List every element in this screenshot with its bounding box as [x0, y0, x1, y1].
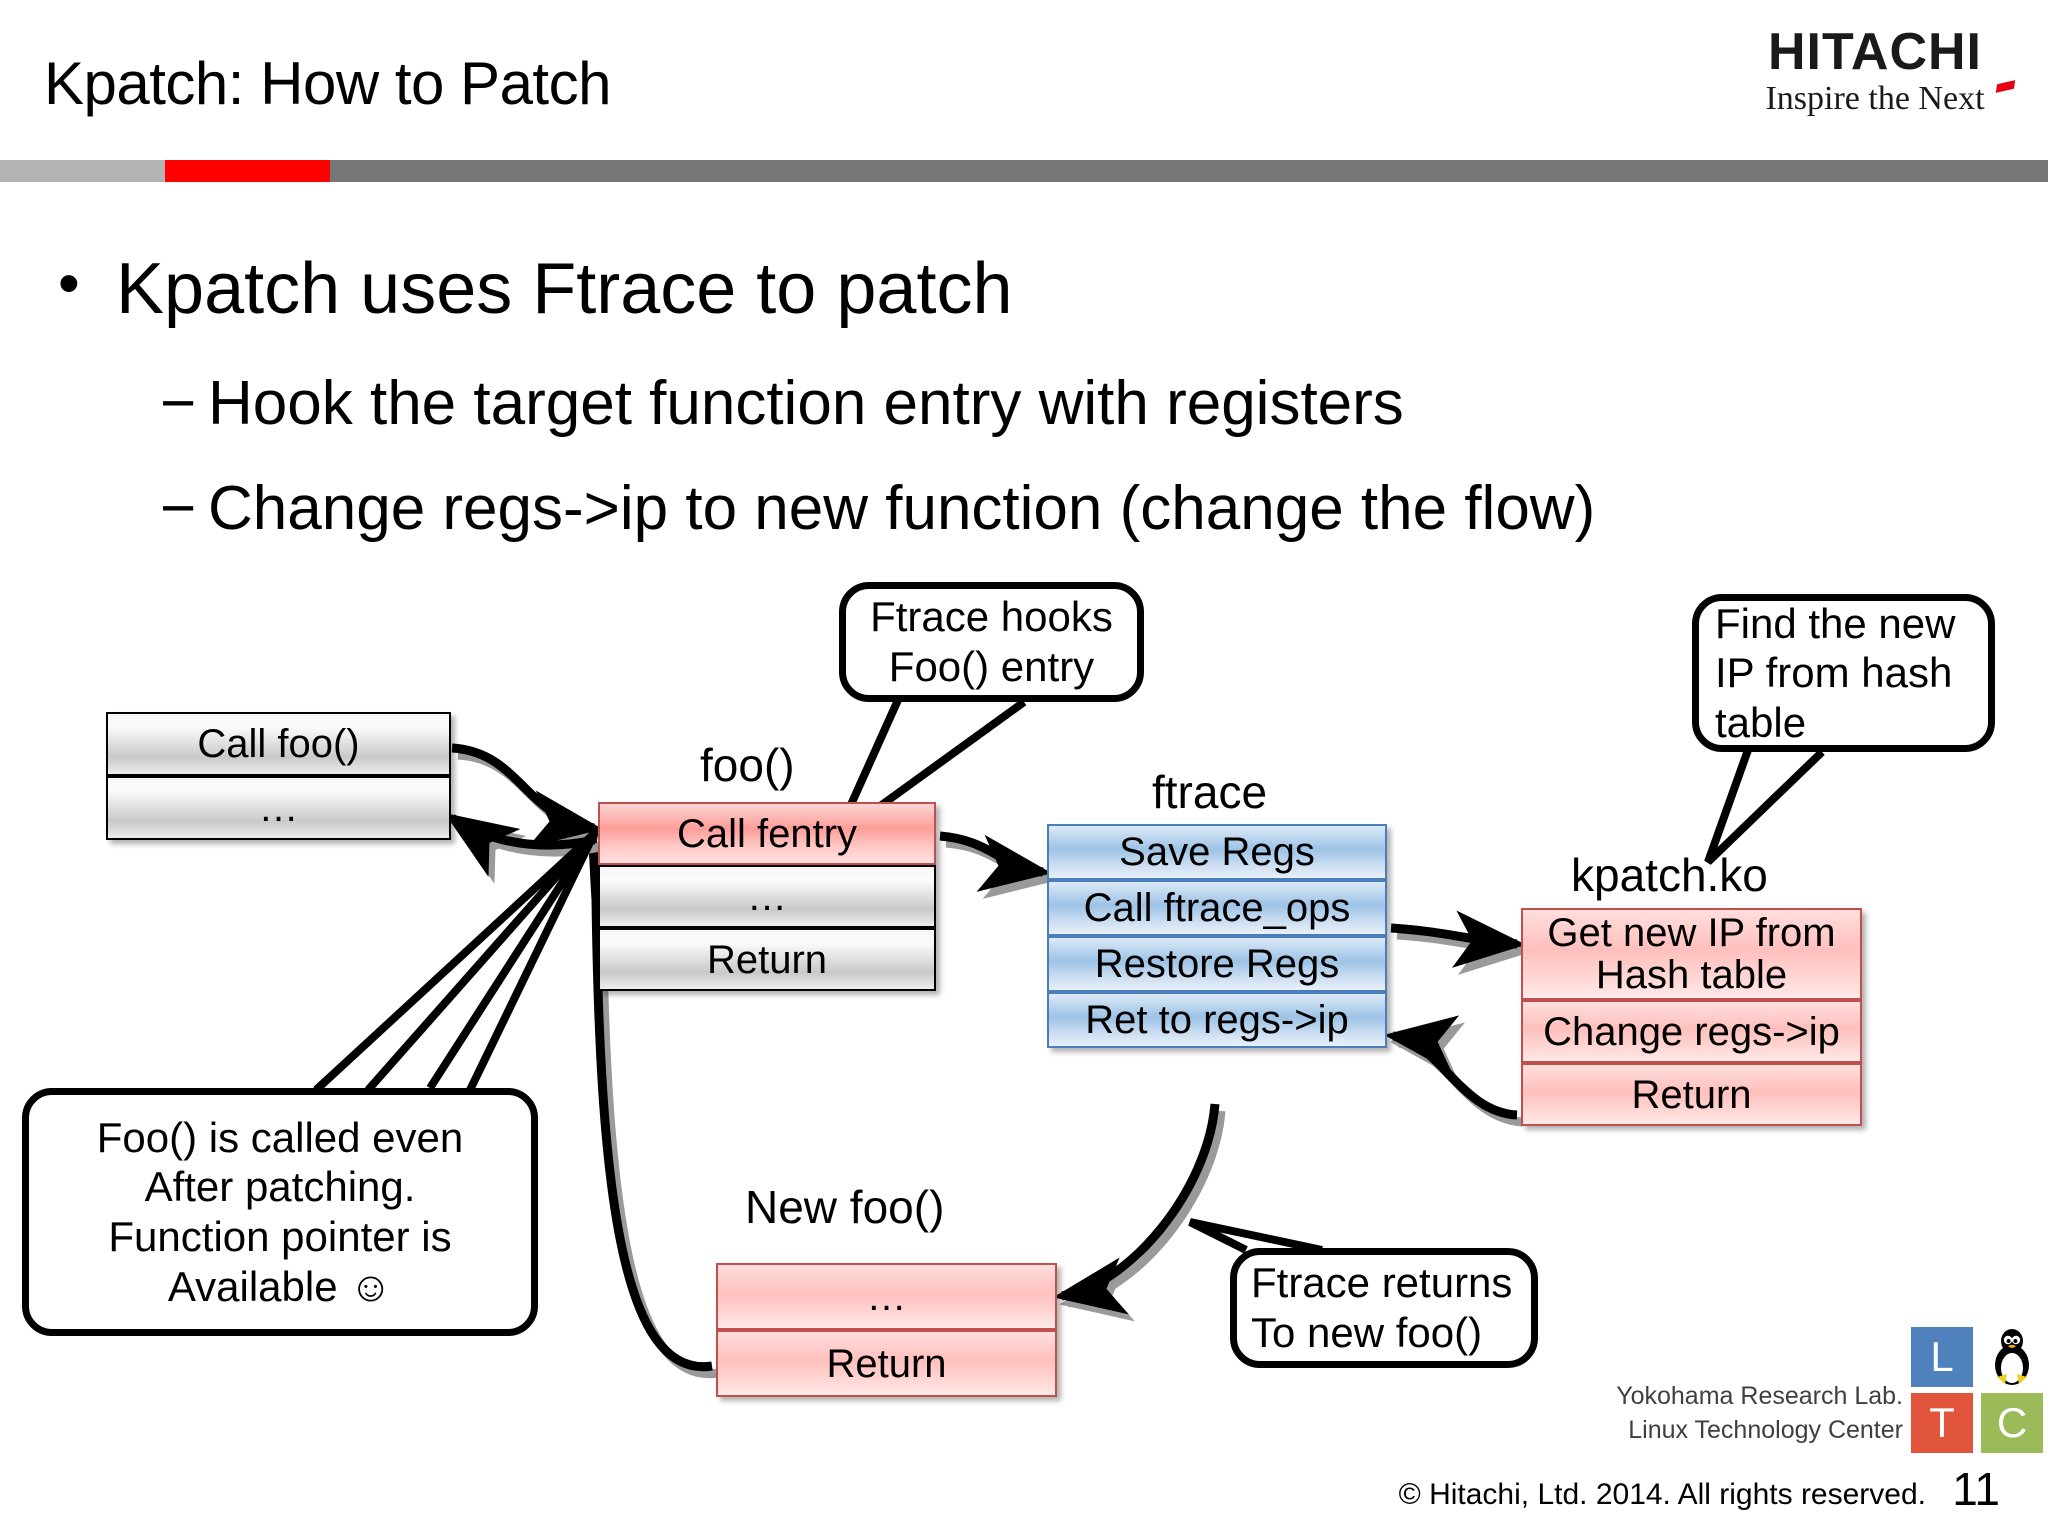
- box-ftrace: Save Regs Call ftrace_ops Restore Regs R…: [1047, 824, 1387, 1048]
- callout-ftrace-hooks-line1: Ftrace hooks: [870, 593, 1113, 641]
- bullet-marker-icon: •: [58, 249, 80, 318]
- callout-find-new-ip: Find the new IP from hash table: [1692, 594, 1995, 752]
- ltc-logo-letter-l: L: [1911, 1327, 1973, 1387]
- bullet-level2-1: −Hook the target function entry with reg…: [160, 369, 1404, 438]
- header-rule-accent-segment: [165, 160, 330, 182]
- box-caller: Call foo() …: [106, 712, 451, 840]
- box-ftrace-caption: ftrace: [1152, 766, 1268, 818]
- box-foo-row-2: Return: [598, 928, 936, 991]
- box-kpatch-row-1: Change regs->ip: [1521, 1000, 1862, 1063]
- callout-ftrace-returns-line1: Ftrace returns: [1251, 1259, 1513, 1307]
- box-ftrace-row-1: Call ftrace_ops: [1047, 880, 1387, 936]
- callout-ftrace-returns-line2: To new foo(): [1251, 1309, 1483, 1356]
- box-caller-row-0: Call foo(): [106, 712, 451, 776]
- org-name: Yokohama Research Lab. Linux Technology …: [1616, 1380, 1903, 1447]
- callout-foo-called: Foo() is called even After patching. Fun…: [22, 1088, 538, 1336]
- hitachi-logo: HITACHI Inspire the Next: [1720, 26, 2030, 117]
- callout-ftrace-hooks: Ftrace hooks Foo() entry: [839, 582, 1144, 702]
- callout-find-new-ip-line1: Find the new: [1715, 599, 1956, 647]
- box-kpatch-caption: kpatch.ko: [1571, 849, 1768, 901]
- ltc-logo-letter-t: T: [1911, 1393, 1973, 1453]
- dash-marker-icon: −: [160, 474, 197, 543]
- header-rule: [0, 160, 2048, 182]
- box-newfoo-row-0: …: [716, 1263, 1057, 1330]
- ltc-logo-letter-c: C: [1981, 1393, 2043, 1453]
- page-number: 11: [1952, 1463, 2000, 1515]
- callout-find-new-ip-line2: IP from hash: [1715, 649, 1953, 697]
- copyright-text: © Hitachi, Ltd. 2014. All rights reserve…: [1398, 1478, 1926, 1511]
- callout-ftrace-hooks-line2: Foo() entry: [888, 643, 1095, 690]
- header-rule-left-segment: [0, 160, 165, 182]
- box-newfoo-caption: New foo(): [745, 1181, 945, 1233]
- hitachi-wordmark: HITACHI: [1767, 23, 1982, 81]
- header-rule-right-segment: [330, 160, 2048, 182]
- tux-penguin-icon: [1995, 1329, 2029, 1385]
- box-kpatch-row-2: Return: [1521, 1063, 1862, 1126]
- bullet-level2-2-text: Change regs->ip to new function (change …: [208, 474, 1596, 543]
- bullet-level2-2: −Change regs->ip to new function (change…: [160, 474, 1596, 543]
- box-kpatch-row-0-line1: Get new IP from: [1547, 911, 1836, 955]
- callout-foo-called-line1: Foo() is called even: [96, 1113, 464, 1161]
- box-ftrace-row-0: Save Regs: [1047, 824, 1387, 880]
- bullet-level1: • Kpatch uses Ftrace to patch: [58, 249, 1013, 329]
- callout-foo-called-line4: Available ☺: [167, 1262, 393, 1310]
- box-foo-row-0: Call fentry: [598, 802, 936, 865]
- ltc-logo: L T C: [1911, 1327, 2043, 1453]
- box-kpatch-row-0-line2: Hash table: [1595, 953, 1788, 997]
- box-foo: Call fentry … Return: [598, 802, 936, 991]
- box-foo-caption: foo(): [700, 739, 795, 791]
- hitachi-tagline-wrap: Inspire the Next: [1720, 80, 2030, 117]
- box-foo-row-1: …: [598, 865, 936, 928]
- box-ftrace-row-2: Restore Regs: [1047, 936, 1387, 992]
- box-kpatch: Get new IP from Hash table Change regs->…: [1521, 908, 1862, 1126]
- box-kpatch-row-0: Get new IP from Hash table: [1521, 908, 1862, 1000]
- box-ftrace-row-3: Ret to regs->ip: [1047, 992, 1387, 1048]
- callout-ftrace-returns: Ftrace returns To new foo(): [1230, 1248, 1538, 1368]
- org-name-line2: Linux Technology Center: [1628, 1415, 1903, 1444]
- hitachi-accent-icon: [1995, 80, 2016, 93]
- bullet-level2-1-text: Hook the target function entry with regi…: [208, 369, 1404, 438]
- bullet-level1-text: Kpatch uses Ftrace to patch: [116, 249, 1013, 329]
- callout-foo-called-line2: After patching.: [144, 1163, 416, 1211]
- page-title: Kpatch: How to Patch: [44, 50, 611, 117]
- dash-marker-icon: −: [160, 369, 197, 438]
- callout-find-new-ip-line3: table: [1715, 698, 1807, 746]
- org-name-line1: Yokohama Research Lab.: [1616, 1382, 1903, 1410]
- hitachi-tagline-text: Inspire the Next: [1765, 80, 1985, 117]
- box-newfoo: … Return: [716, 1263, 1057, 1397]
- callout-foo-called-line3: Function pointer is: [108, 1213, 452, 1260]
- box-caller-row-1: …: [106, 776, 451, 840]
- box-newfoo-row-1: Return: [716, 1330, 1057, 1397]
